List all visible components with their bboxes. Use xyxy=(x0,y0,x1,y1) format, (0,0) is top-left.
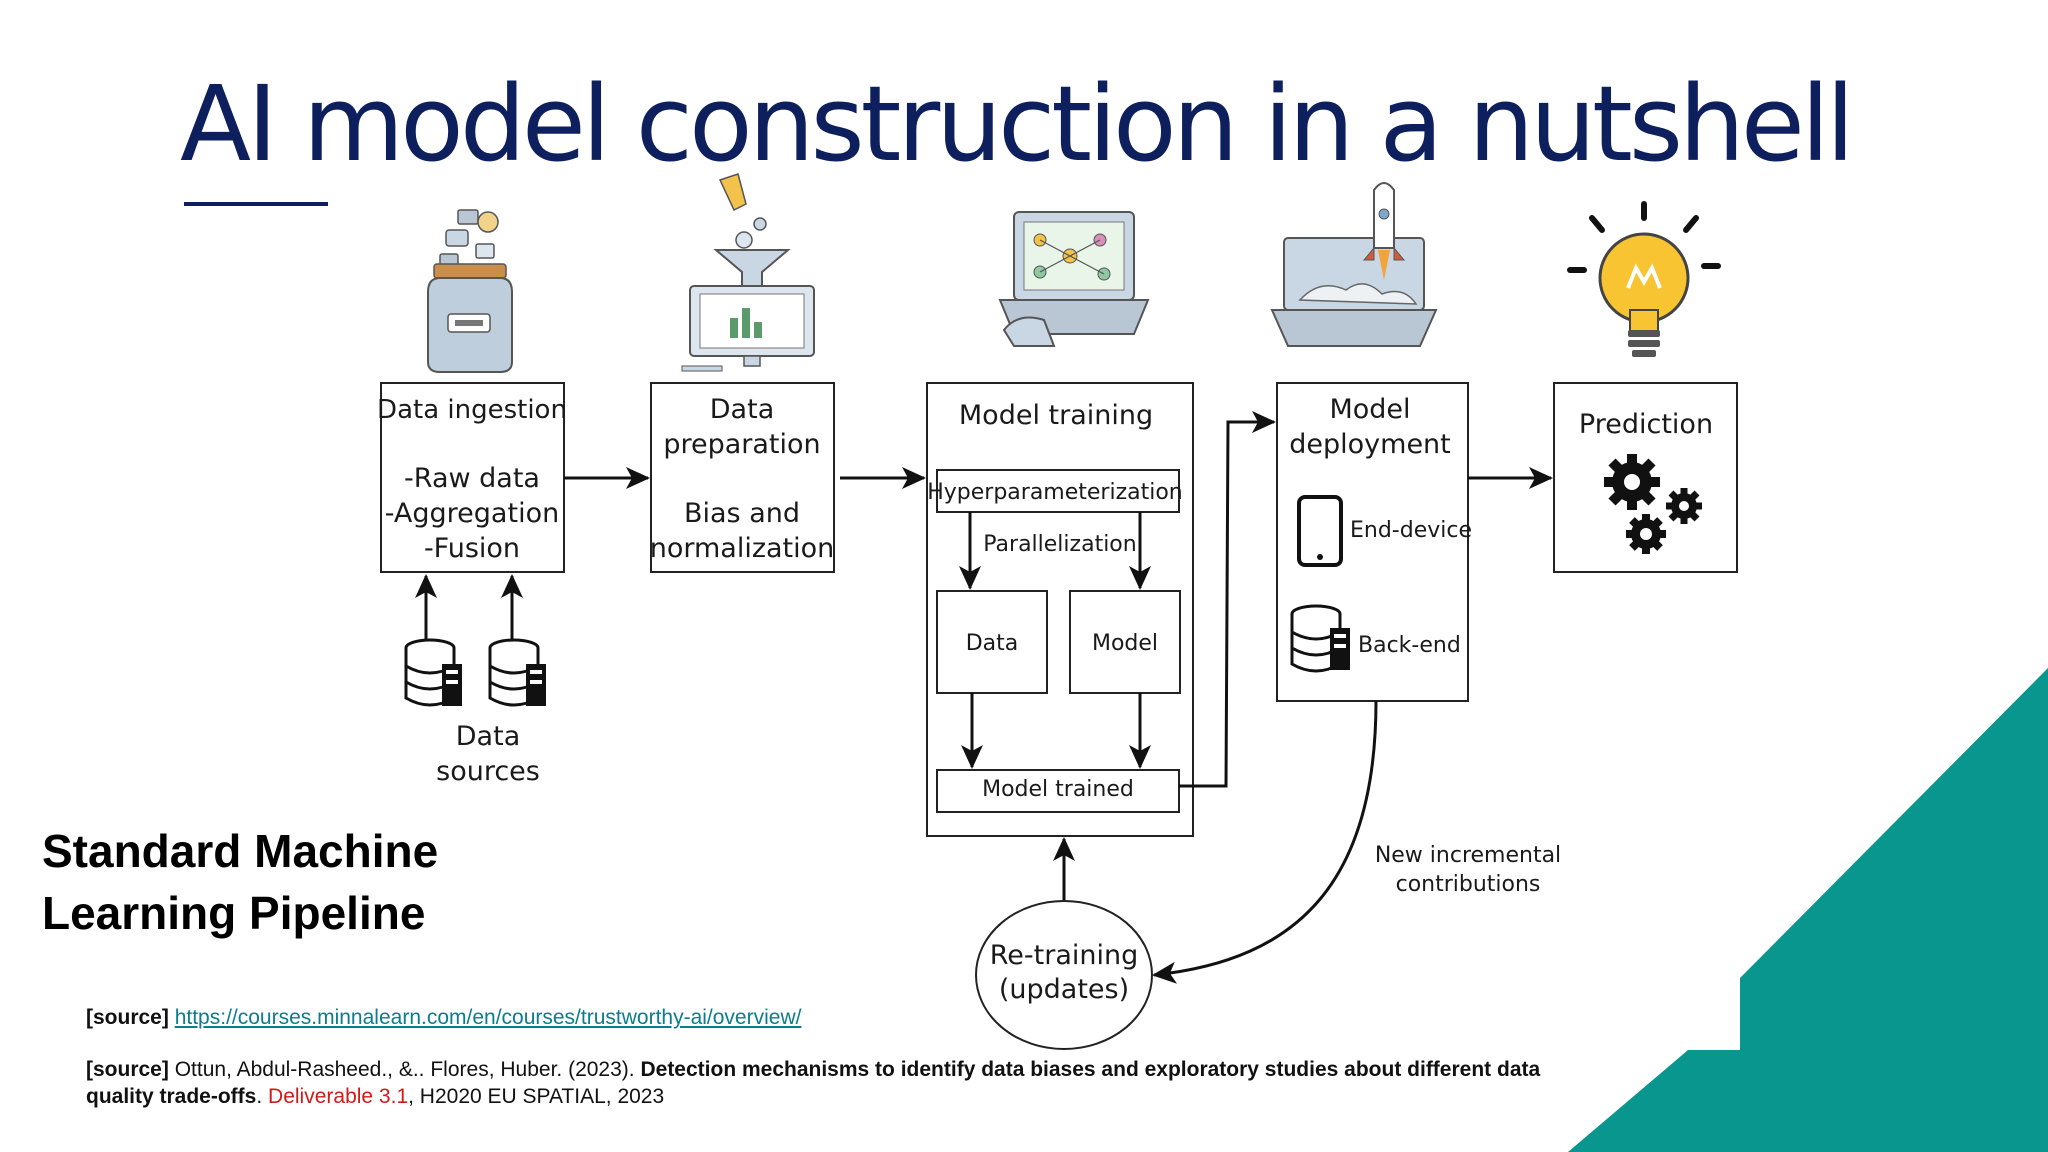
citation-period: . xyxy=(256,1085,263,1108)
deployment-title-1: Model xyxy=(1329,394,1410,425)
retraining-label-2: (updates) xyxy=(999,974,1129,1005)
data-source-database-icon xyxy=(488,638,546,707)
training-model-box xyxy=(1069,590,1181,694)
training-title: Model training xyxy=(959,400,1153,431)
smartphone-icon xyxy=(1297,495,1343,567)
retraining-label-1: Re-training xyxy=(990,940,1139,971)
gears-icon xyxy=(1604,454,1702,554)
source-link-line: [source] https://courses.minnalearn.com/… xyxy=(86,1004,801,1031)
teal-corner-shape xyxy=(1568,668,2048,1152)
preparation-sub-1: Bias and xyxy=(684,498,800,529)
source-link[interactable]: https://courses.minnalearn.com/en/course… xyxy=(174,1006,802,1029)
citation-title: Detection mechanisms to identify data bi… xyxy=(86,1058,1541,1108)
back-end-label: Back-end xyxy=(1358,633,1461,658)
prediction-title: Prediction xyxy=(1579,409,1713,440)
data-sources-label-2: sources xyxy=(436,756,540,787)
model-deployment-box: Model deployment End-device Back-end xyxy=(1276,382,1472,702)
hyperparameterization-label: Hyperparameterization xyxy=(927,480,1183,505)
incremental-label-2: contributions xyxy=(1396,872,1541,897)
parallelization-label: Parallelization xyxy=(983,532,1136,557)
preparation-sub-2: normalization xyxy=(650,533,835,564)
source-tag: [source] xyxy=(86,1006,169,1029)
ingestion-item-fusion: -Fusion xyxy=(424,533,520,564)
hyperparameterization-box xyxy=(936,469,1180,513)
pipeline-label-line2: Learning Pipeline xyxy=(42,887,426,939)
ingestion-item-aggregation: -Aggregation xyxy=(385,498,559,529)
arrow-trained-to-deployment xyxy=(1179,411,1276,788)
model-trained-label: Model trained xyxy=(982,777,1134,802)
citation-authors: Ottun, Abdul-Rasheed., &.. Flores, Huber… xyxy=(174,1058,635,1081)
model-training-box: Model training Hyperparameterization Par… xyxy=(926,382,1194,837)
incremental-label-1: New incremental xyxy=(1375,843,1561,868)
ingestion-item-raw: -Raw data xyxy=(404,463,540,494)
prediction-box: Prediction xyxy=(1553,382,1738,573)
data-jar-icon xyxy=(427,209,513,373)
lightbulb-icon xyxy=(1567,201,1721,357)
pipeline-label: Standard Machine Learning Pipeline xyxy=(42,820,438,944)
data-ingestion-box: Data ingestion -Raw data -Aggregation -F… xyxy=(377,382,567,573)
model-trained-box xyxy=(936,769,1180,813)
preparation-title-1: Data xyxy=(710,394,774,425)
funnel-monitor-icon xyxy=(681,173,815,372)
training-data-box xyxy=(936,590,1048,694)
slide-title: AI model construction in a nutshell xyxy=(180,63,1855,185)
pipeline-label-line1: Standard Machine xyxy=(42,825,439,877)
training-model-label: Model xyxy=(1092,631,1158,656)
citation-tag: [source] xyxy=(86,1058,169,1081)
ingestion-title: Data ingestion xyxy=(377,395,567,425)
training-data-label: Data xyxy=(966,631,1019,656)
server-database-icon xyxy=(1290,604,1350,673)
citation-end: , H2020 EU SPATIAL, 2023 xyxy=(408,1085,665,1108)
retraining-node: Re-training (updates) xyxy=(975,900,1153,1050)
preparation-title-2: preparation xyxy=(663,429,820,460)
data-source-database-icon xyxy=(404,638,462,707)
title-underline xyxy=(184,202,328,206)
deployment-title-2: deployment xyxy=(1289,429,1451,460)
citation-deliverable: Deliverable 3.1 xyxy=(268,1085,409,1108)
laptop-network-icon xyxy=(998,211,1150,347)
data-preparation-box: Data preparation Bias and normalization xyxy=(650,382,835,573)
data-sources-label-1: Data xyxy=(456,721,520,752)
arrow-deployment-to-retraining xyxy=(1152,700,1378,984)
source-citation: [source] Ottun, Abdul-Rasheed., &.. Flor… xyxy=(86,1056,1546,1110)
end-device-label: End-device xyxy=(1350,518,1472,543)
rocket-laptop-icon xyxy=(1270,182,1438,347)
